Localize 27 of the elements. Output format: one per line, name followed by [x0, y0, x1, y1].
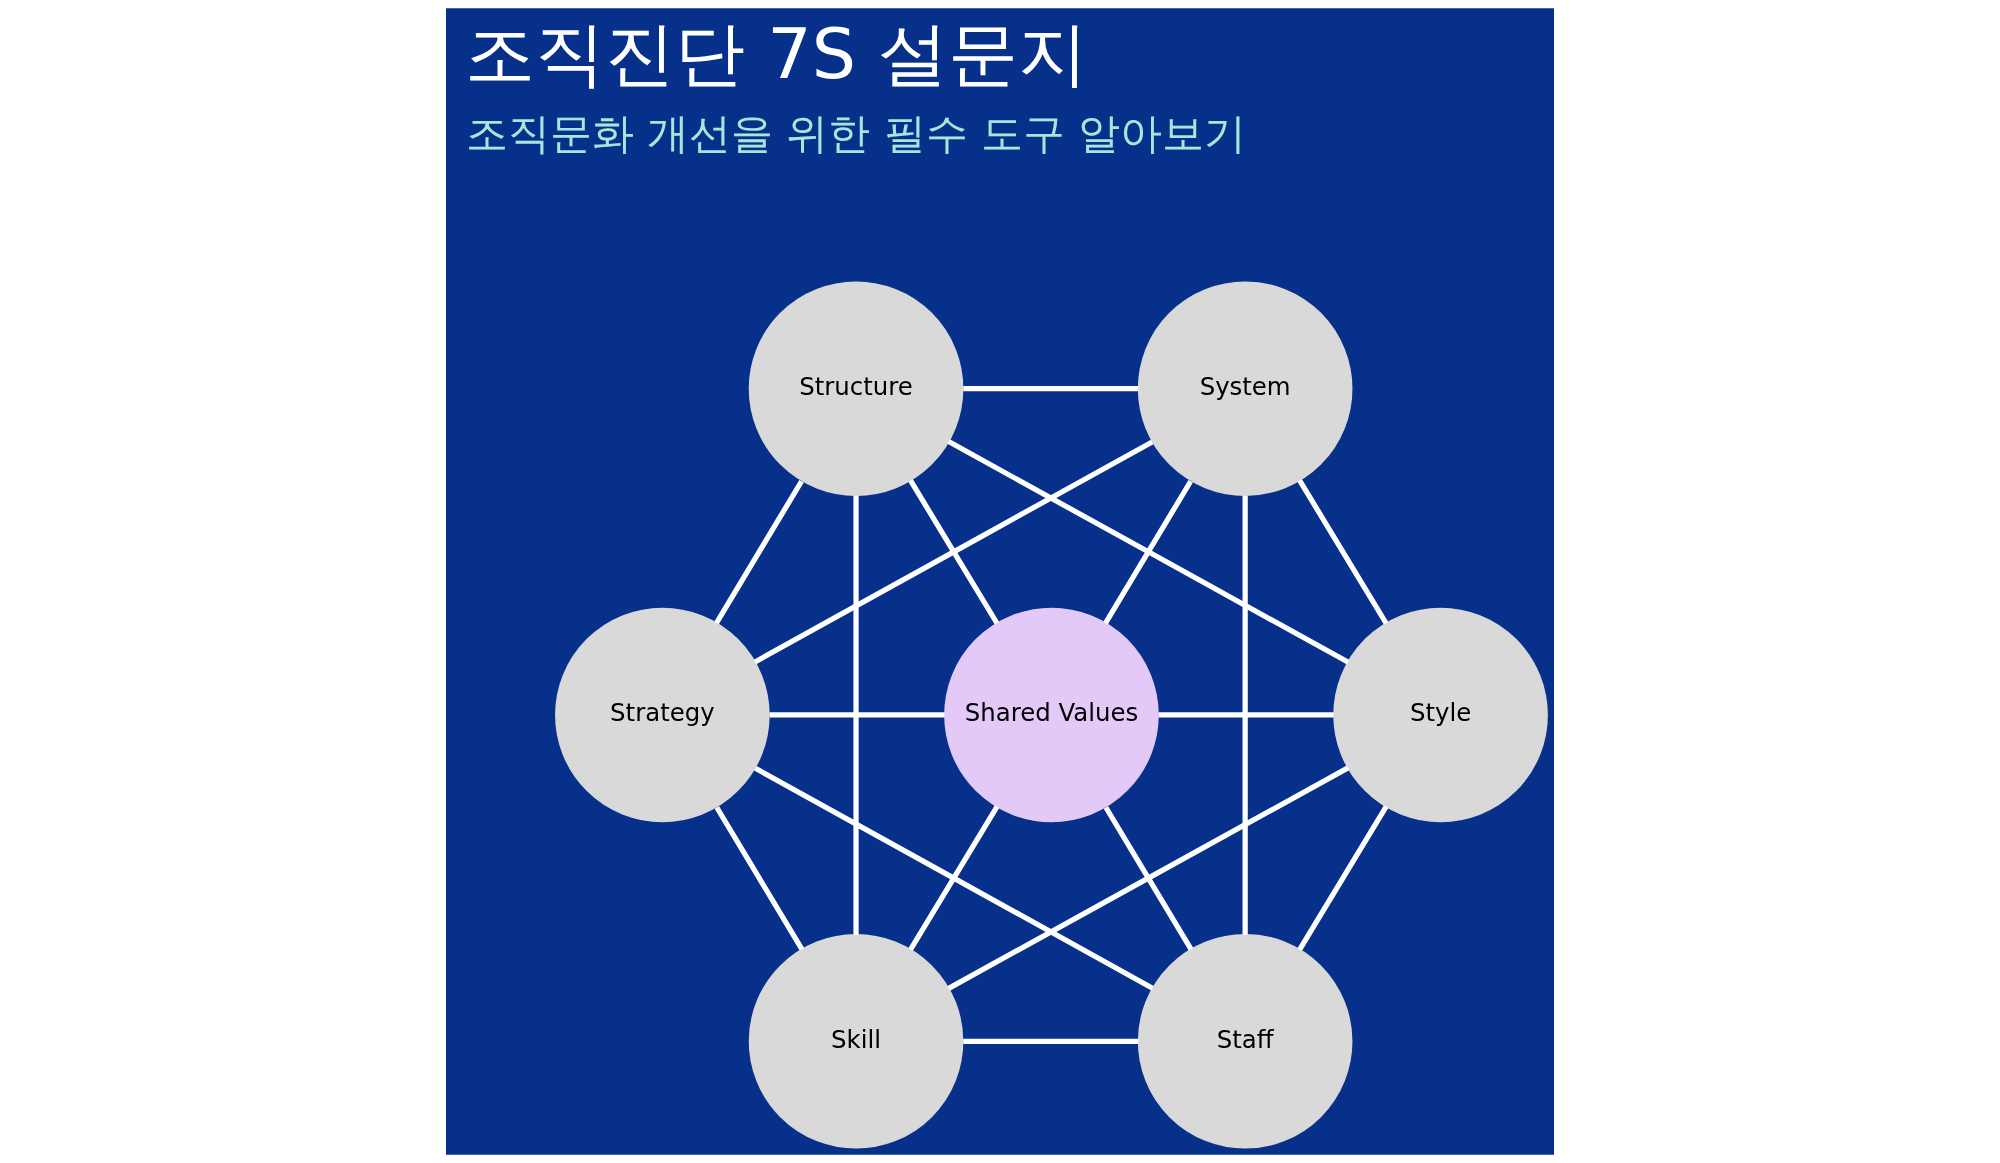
node-circle: Skill	[748, 933, 964, 1149]
connector	[908, 479, 1000, 625]
connector	[963, 1038, 1139, 1044]
node-circle: Style	[1333, 607, 1548, 823]
node-circle: Staff	[1137, 933, 1353, 1149]
diagram-title: 조직진단 7S 설문지	[465, 13, 1089, 95]
connector	[1297, 479, 1389, 625]
connector	[947, 765, 1350, 991]
connector	[714, 479, 804, 625]
connector	[1103, 479, 1193, 625]
connector	[963, 386, 1139, 392]
connector	[1242, 495, 1248, 935]
connector	[714, 806, 805, 951]
node-circle: System	[1137, 281, 1353, 496]
node-circle: Structure	[748, 281, 964, 496]
connector	[853, 495, 859, 935]
connector	[1158, 712, 1334, 718]
connector	[769, 712, 945, 718]
connector	[1297, 805, 1389, 951]
connector	[947, 439, 1350, 665]
node-circle: Shared Values	[944, 607, 1159, 823]
connector	[1103, 806, 1194, 951]
label: 조직문화 개선을 위한 필수 도구 알아보기	[465, 109, 1247, 159]
connector	[908, 805, 1000, 951]
node-circle: Strategy	[555, 607, 770, 823]
connector	[754, 765, 1154, 991]
connector	[753, 439, 1154, 665]
